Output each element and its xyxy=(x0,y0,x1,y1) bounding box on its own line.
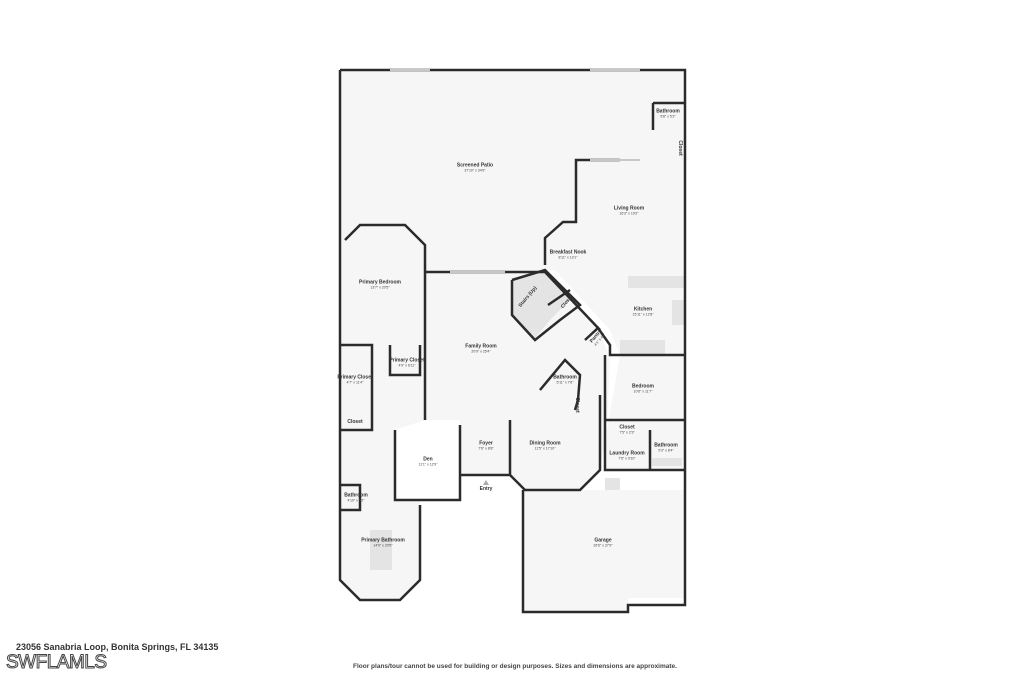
room-name: Primary Bedroom xyxy=(359,279,401,286)
room-dimensions: 7'5" x 9'10" xyxy=(618,456,636,461)
room-name: Kitchen xyxy=(633,306,653,313)
room-dimensions: 14'9" x 20'5" xyxy=(373,543,393,548)
room-name: Bedroom xyxy=(632,383,654,390)
mls-logo: SWFLAMLS xyxy=(6,652,108,674)
room-dimensions: 5'3" x 8'4" xyxy=(658,448,674,453)
room-dimensions: 11'5" x 17'10" xyxy=(534,446,556,451)
room-name: Bathroom xyxy=(553,374,577,381)
room-dimensions: 5'11" x 7'6" xyxy=(556,380,574,385)
room-name: Laundry Room xyxy=(609,450,645,457)
room-dimensions: 7'6" x 8'8" xyxy=(478,446,494,451)
room-label: Entry xyxy=(480,486,493,492)
windows xyxy=(390,69,640,273)
room-dimensions: 26'6" x 27'9" xyxy=(593,543,613,548)
fixtures xyxy=(370,272,685,570)
room-dimensions: 7'5" x 2'3" xyxy=(619,430,635,435)
room-dimensions: 8'11" x 13'1" xyxy=(558,255,578,260)
room-name: Bathroom xyxy=(344,492,368,499)
room-name: Primary Bathroom xyxy=(361,537,405,544)
room-dimensions: 15'11" x 12'8" xyxy=(632,312,654,317)
room-dimensions: 5'8" x 5'2" xyxy=(660,114,676,119)
room-name: Bathroom xyxy=(656,108,680,115)
disclaimer-text: Floor plans/tour cannot be used for buil… xyxy=(353,663,677,670)
room-name: Family Room xyxy=(465,343,497,350)
room-name: Den xyxy=(423,456,433,463)
room-name: Closet xyxy=(619,424,635,431)
room-label: Closet xyxy=(677,140,683,155)
room-name: Closet xyxy=(677,140,683,156)
room-name: Primary Closet xyxy=(337,374,373,381)
room-label: Closet xyxy=(574,397,580,412)
room-dimensions: 4'9" x 6'11" xyxy=(398,363,416,368)
room-name: Closet xyxy=(574,397,580,413)
room-name: Living Room xyxy=(613,205,645,212)
room-dimensions: 4'10" x 5'2" xyxy=(347,498,365,503)
room-dimensions: 13'7" x 20'5" xyxy=(370,285,390,290)
room-name: Bathroom xyxy=(654,442,678,449)
room-name: Screened Patio xyxy=(456,162,494,169)
entry-arrow-icon xyxy=(483,480,489,485)
room-dimensions: 11'1" x 12'9" xyxy=(418,462,438,467)
walls xyxy=(338,68,687,614)
room-name: Breakfast Nook xyxy=(549,249,587,256)
floor-areas xyxy=(340,70,685,612)
room-dimensions: 37'10" x 34'9" xyxy=(464,168,486,173)
room-name: Dining Room xyxy=(529,440,561,447)
room-dimensions: 20'9" x 25'4" xyxy=(471,349,491,354)
room-name: Closet xyxy=(347,419,363,425)
property-address: 23056 Sanabria Loop, Bonita Springs, FL … xyxy=(16,642,219,652)
room-name: Foyer xyxy=(479,440,493,447)
room-name: Entry xyxy=(479,486,493,492)
room-dimensions: 16'3" x 19'2" xyxy=(619,211,639,216)
room-dimensions: 4'7" x 11'4" xyxy=(346,380,364,385)
room-name: Garage xyxy=(594,537,612,544)
room-label: Closet xyxy=(347,419,362,425)
room-name: Primary Closet xyxy=(389,357,425,364)
room-dimensions: 10'6" x 11'7" xyxy=(633,389,653,394)
